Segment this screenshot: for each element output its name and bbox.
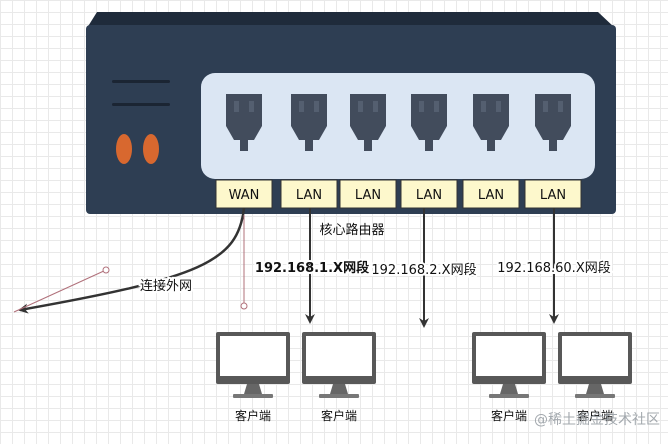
monitor-base [319,394,359,398]
port-pin-left [234,101,239,112]
client-label: 客户端 [577,408,613,423]
indicator-light-2 [143,134,159,164]
monitor-screen [476,336,542,376]
monitor-stand [586,384,604,394]
port-label-box [462,179,520,209]
wan-uplink-curve [18,207,246,314]
port-pin-right [434,101,439,112]
wan-control-line [13,269,107,313]
router-top-bevel [87,12,615,28]
port-label: LAN [478,188,504,203]
client-label: 客户端 [321,408,357,423]
client-label: 客户端 [491,408,527,423]
router-port-5: LAN [462,94,520,209]
port-label-box [400,179,458,209]
monitor-stand [244,384,262,394]
wan-control-handle-2 [240,302,248,310]
port-label: LAN [540,188,566,203]
monitor-screen [306,336,372,376]
router-port-2: LAN [280,94,338,209]
wan-uplink-label: 连接外网 [140,278,192,294]
router-caption: 核心路由器 [319,222,384,238]
vent-line-bottom [112,103,170,106]
port-pin-right [314,101,319,112]
port-pin-right [496,101,501,112]
client-computer-3: 客户端 [472,332,546,423]
router-port-4: LAN [400,94,458,209]
monitor-screen [220,336,286,376]
port-pin-left [419,101,424,112]
vent-line-top [112,80,170,83]
core-router: WAN LAN LAN LAN LAN LAN [86,12,616,214]
router-port-1: WAN [215,94,273,209]
router-port-6: LAN [524,94,582,209]
watermark: @稀土掘金技术社区 [534,412,660,428]
client-group: 客户端 客户端 客户端 客户端 [216,332,632,423]
client-computer-1: 客户端 [216,332,290,423]
client-computer-4: 客户端 [558,332,632,423]
port-label-box [280,179,338,209]
client-computer-2: 客户端 [302,332,376,423]
monitor-stand [500,384,518,394]
port-pin-left [358,101,363,112]
port-label: LAN [355,188,381,203]
segment-label-1: 192.168.1.X网段 [255,260,369,276]
indicator-light-1 [116,134,132,164]
port-label-box [524,179,582,209]
port-pin-left [299,101,304,112]
port-label-box [215,179,273,209]
segment-label-2: 192.168.2.X网段 [371,263,476,278]
segment-label-3: 192.168.60.X网段 [497,261,610,276]
port-pin-right [373,101,378,112]
monitor-base [575,394,615,398]
monitor-base [233,394,273,398]
router-port-3: LAN [339,94,397,209]
client-label: 客户端 [235,408,271,423]
port-pin-left [543,101,548,112]
monitor-stand [330,384,348,394]
port-label-box [339,179,397,209]
port-label: LAN [416,188,442,203]
wan-control-handle [102,266,110,274]
port-pin-right [558,101,563,112]
port-label: LAN [296,188,322,203]
port-pin-left [481,101,486,112]
port-pin-right [249,101,254,112]
monitor-base [489,394,529,398]
port-label: WAN [229,188,260,203]
monitor-screen [562,336,628,376]
port-group: WAN LAN LAN LAN LAN LAN [215,94,582,209]
